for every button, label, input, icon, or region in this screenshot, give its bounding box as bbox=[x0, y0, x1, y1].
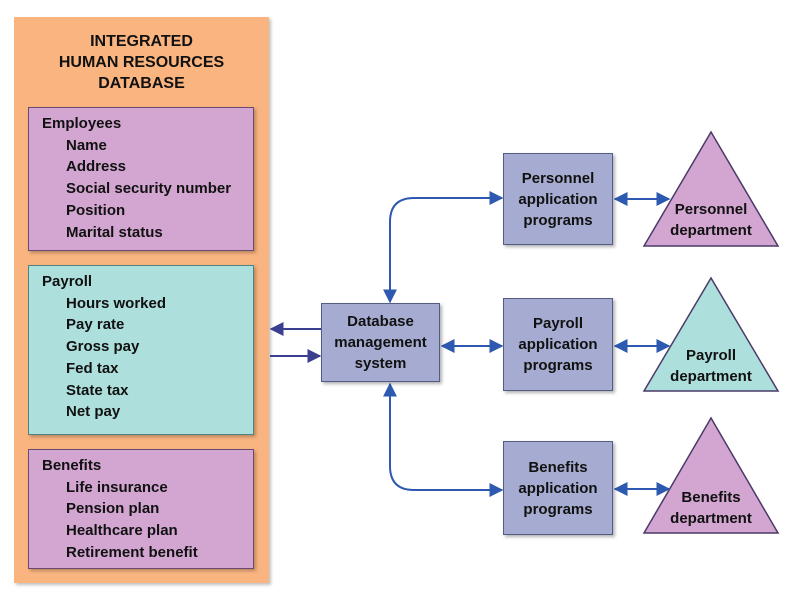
department-label-line: department bbox=[670, 368, 752, 385]
payroll-field: Net pay bbox=[66, 403, 121, 421]
program-label-line: Benefits bbox=[528, 458, 588, 476]
department-label-line: department bbox=[670, 222, 752, 239]
department-label-line: Personnel bbox=[674, 201, 748, 218]
payroll-group: Payroll Hours worked Pay rate Gross pay … bbox=[28, 265, 254, 435]
payroll-department-triangle bbox=[642, 276, 780, 392]
benefits-field: Life insurance bbox=[66, 478, 168, 496]
employees-field: Position bbox=[66, 201, 126, 219]
employees-group: Employees Name Address Social security n… bbox=[28, 107, 254, 251]
department-label-line: Payroll bbox=[685, 347, 737, 364]
personnel-department-triangle bbox=[642, 130, 780, 247]
program-label-line: application bbox=[518, 336, 598, 353]
personnel-department-label: Personnel department bbox=[651, 199, 771, 241]
benefits-department-label: Benefits department bbox=[651, 487, 771, 529]
benefits-group: Benefits Life insurance Pension plan Hea… bbox=[28, 449, 254, 569]
benefits-programs-box: Benefits application programs bbox=[503, 441, 613, 535]
benefits-field: Healthcare plan bbox=[66, 522, 178, 540]
payroll-programs-box: Payroll application programs bbox=[503, 298, 613, 391]
personnel-programs-box: Personnel application programs bbox=[503, 153, 613, 245]
database-title-line: DATABASE bbox=[98, 75, 185, 92]
program-label-line: programs bbox=[523, 357, 593, 374]
benefits-department-triangle bbox=[642, 416, 780, 534]
payroll-field: State tax bbox=[66, 381, 129, 399]
program-label-line: Payroll bbox=[532, 315, 584, 332]
dbms-label-line: system bbox=[354, 355, 407, 372]
database-title: INTEGRATED HUMAN RESOURCES DATABASE bbox=[14, 31, 269, 94]
payroll-title: Payroll bbox=[42, 273, 93, 290]
program-label-line: programs bbox=[523, 211, 593, 229]
benefits-title: Benefits bbox=[42, 457, 102, 474]
hr-database-panel: INTEGRATED HUMAN RESOURCES DATABASE Empl… bbox=[14, 17, 269, 583]
payroll-field: Pay rate bbox=[66, 316, 125, 334]
employees-field: Marital status bbox=[66, 223, 163, 241]
dbms-personnel-connector bbox=[383, 191, 504, 304]
dbms-box: Database management system bbox=[321, 303, 440, 382]
payroll-field: Hours worked bbox=[66, 294, 167, 312]
dbms-benefits-connector bbox=[383, 382, 504, 497]
payroll-field: Fed tax bbox=[66, 359, 119, 377]
department-label-line: department bbox=[670, 510, 752, 527]
program-label-line: programs bbox=[523, 500, 593, 518]
benefits-field: Retirement benefit bbox=[66, 543, 198, 561]
payroll-field: Gross pay bbox=[66, 338, 140, 356]
dbms-label-line: management bbox=[334, 334, 427, 351]
department-label-line: Benefits bbox=[681, 489, 741, 506]
employees-title: Employees bbox=[42, 115, 122, 132]
database-title-line: HUMAN RESOURCES bbox=[58, 54, 225, 71]
database-title-line: INTEGRATED bbox=[90, 33, 193, 50]
program-label-line: application bbox=[518, 479, 598, 497]
payroll-department-label: Payroll department bbox=[651, 345, 771, 387]
program-label-line: application bbox=[518, 190, 598, 208]
program-label-line: Personnel bbox=[521, 169, 595, 187]
employees-field: Name bbox=[66, 136, 107, 154]
employees-field: Social security number bbox=[66, 180, 232, 198]
dbms-label-line: Database bbox=[347, 313, 414, 330]
benefits-field: Pension plan bbox=[66, 500, 160, 518]
employees-field: Address bbox=[66, 158, 127, 176]
